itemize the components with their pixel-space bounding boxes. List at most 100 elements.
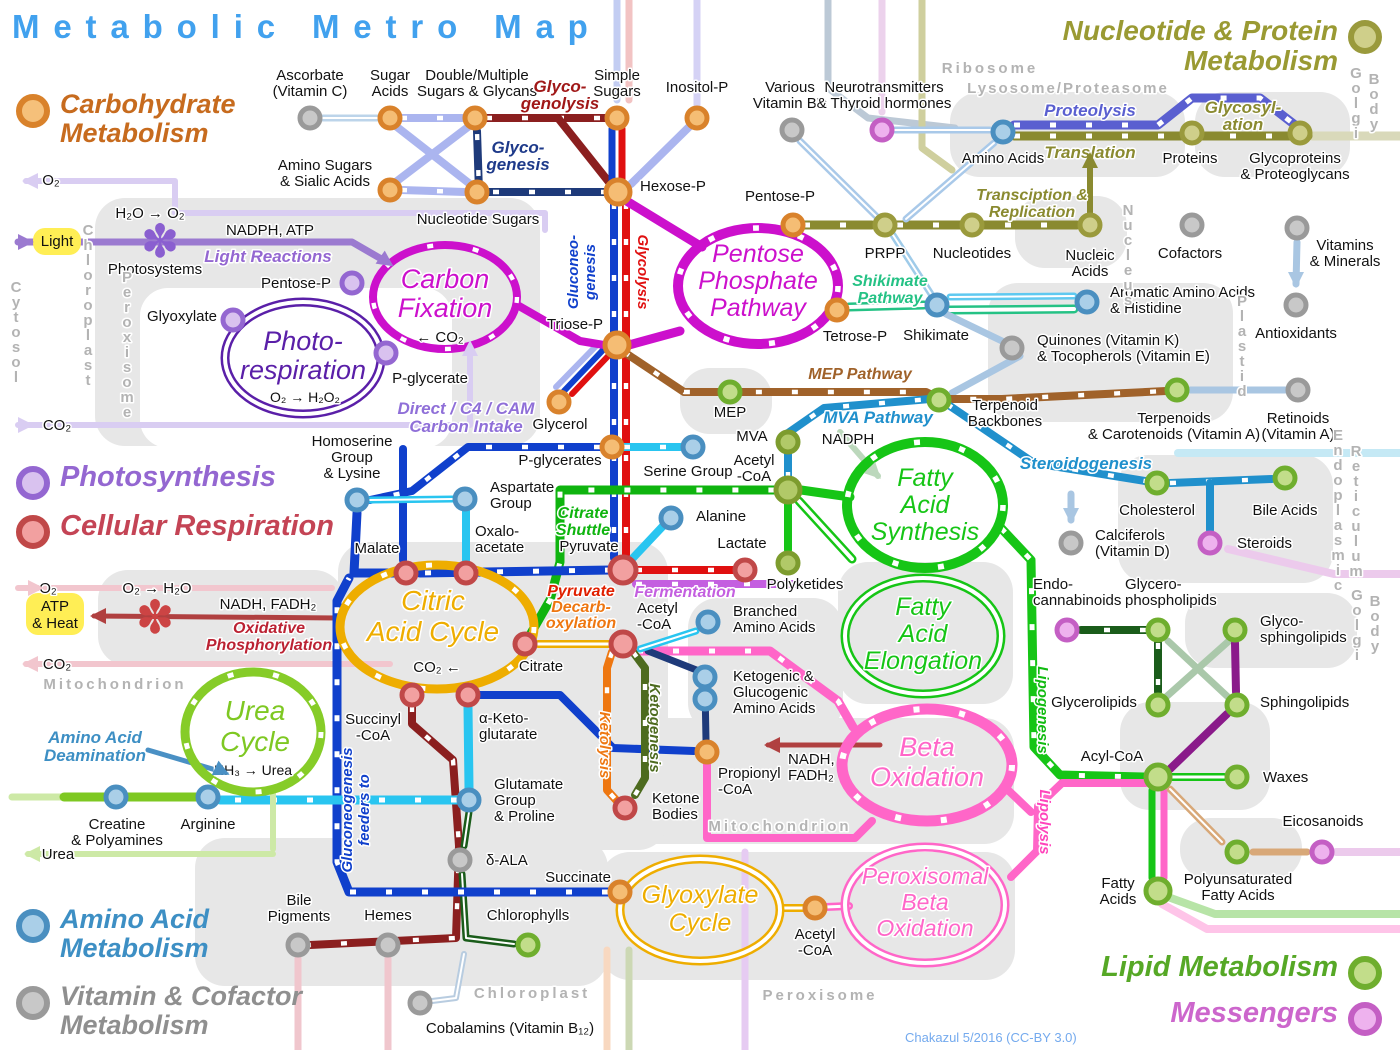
metro-line-inner: [1169, 788, 1223, 843]
station-various-vitamin-b: [779, 117, 805, 143]
station-terpenoids-carotenoids: [1164, 377, 1190, 403]
label-bile-acids: Bile Acids: [1252, 502, 1317, 519]
metro-line: [824, 0, 959, 132]
station-cholesterol: [1144, 470, 1170, 496]
station-glycerol: [546, 389, 572, 415]
label-proteins: Proteins: [1162, 150, 1217, 167]
fatty-acid-elongation-cycle-inner: [843, 576, 1003, 696]
metro-line: [620, 195, 707, 252]
station-mep: [717, 379, 743, 405]
metro-line-inner: [905, 142, 995, 220]
carbon-fixation-cycle-ticks: [370, 242, 520, 352]
vitamin-cofactor-legend-icon: [16, 986, 50, 1020]
page-title: Metabolic Metro Map: [12, 8, 602, 45]
station-aspartate-group: [452, 486, 478, 512]
label-glyco: Glyco-genesis: [485, 138, 549, 174]
label-succinyl: Succinyl-CoA: [345, 711, 401, 744]
label-pentose-p: Pentose-P: [745, 188, 815, 205]
label-lipolysis: Lipolysis: [1036, 789, 1053, 854]
label-nadph-atp: NADPH, ATP: [226, 222, 314, 239]
label-chlorophylls: Chlorophylls: [487, 907, 570, 924]
station-delta-ala: [447, 847, 473, 873]
metro-line-inner: [368, 498, 454, 501]
arrowhead: [22, 656, 38, 672]
metro-line: [627, 122, 694, 188]
station-glyoxylate: [220, 307, 246, 333]
station-pentose-p-chloroplast: [339, 270, 365, 296]
label-hexose-p: Hexose-P: [640, 178, 706, 195]
label-ketogenesis: Ketogenesis: [646, 683, 663, 772]
label-glycerol: Glycerol: [532, 416, 587, 433]
metro-line: [1164, 893, 1400, 918]
label-co: CO₂: [43, 656, 72, 673]
label-gluconeogenesis: Gluconeogenesis: [339, 747, 356, 872]
label-succinate: Succinate: [545, 869, 611, 886]
metro-line: [996, 523, 1149, 782]
photosystems-icon: ✽: [141, 214, 180, 268]
label-mva-pathway: MVA Pathway: [823, 408, 934, 427]
station-glycerolipids: [1145, 692, 1171, 718]
metro-line: [1005, 787, 1035, 816]
station-acetyl-coa-mitochondrial: [608, 629, 638, 659]
station-glutamate-group-proline: [456, 787, 482, 813]
label-neurotransmitters: Neurotransmitters& Thyroid hormones: [817, 79, 952, 112]
label-acetyl: Acetyl-CoA: [637, 600, 678, 633]
label-urea: Urea: [42, 846, 75, 863]
label-tetrose-p: Tetrose-P: [823, 328, 887, 345]
glyoxylate-cycle-inner: [618, 857, 782, 963]
atp-heat-bubble: [26, 593, 84, 635]
legend-messengers: Messengers: [1170, 997, 1382, 1036]
metro-line: [553, 342, 600, 390]
label-transciption: Transciption &Replication: [976, 187, 1088, 221]
label-cholesterol: Cholesterol: [1119, 502, 1195, 519]
label-pyruvate: Pyruvate: [559, 538, 618, 555]
label-cobalamins-vitamin-b: Cobalamins (Vitamin B₁₂): [426, 1020, 594, 1037]
light-bubble: [33, 228, 81, 255]
attribution: Chakazul 5/2016 (CC-BY 3.0): [905, 1030, 1077, 1045]
atp-heat-bubble-label: ATP: [41, 598, 69, 615]
label-shikimate: Shikimate: [903, 327, 969, 344]
metro-line-inner: [431, 953, 465, 1002]
station-fatty-acids: [1143, 876, 1173, 906]
station-sugar-acids: [377, 105, 403, 131]
arrowhead: [462, 340, 478, 356]
label-co: ← CO₂: [416, 329, 464, 346]
station-acetyl-coa-glyoxylate: [802, 895, 828, 921]
arrowhead: [90, 608, 106, 624]
station-nucleotide-sugars: [464, 179, 490, 205]
station-creatine-polyamines: [103, 784, 129, 810]
station-prpp: [872, 212, 898, 238]
metro-line-inner: [799, 140, 877, 217]
label-gluconeo: Gluconeo-: [565, 235, 582, 309]
amino-acid-legend-icon: [16, 909, 50, 943]
metro-line: [1007, 779, 1150, 881]
citric-acid-cycle-ticks: [337, 562, 537, 692]
station-bile-pigments: [285, 932, 311, 958]
station-aromatic-amino-acids-histidine: [1074, 289, 1100, 315]
metro-line: [393, 123, 472, 185]
label-co: CO₂: [43, 417, 72, 434]
metro-line: [561, 346, 607, 394]
label-terpenoids: Terpenoids& Carotenoids (Vitamin A): [1088, 410, 1260, 443]
station-mva: [775, 429, 801, 455]
station-calciferols-vitamin-d: [1058, 530, 1084, 556]
metro-line-inner: [949, 295, 1075, 298]
label-antioxidants: Antioxidants: [1255, 325, 1337, 342]
metro-line: [415, 565, 616, 578]
station-chlorophylls: [515, 932, 541, 958]
label-amino-sugars: Amino Sugars& Sialic Acids: [278, 157, 372, 190]
label-photo: Photo-respiration: [240, 326, 366, 385]
station-oxaloacetate: [453, 560, 479, 586]
